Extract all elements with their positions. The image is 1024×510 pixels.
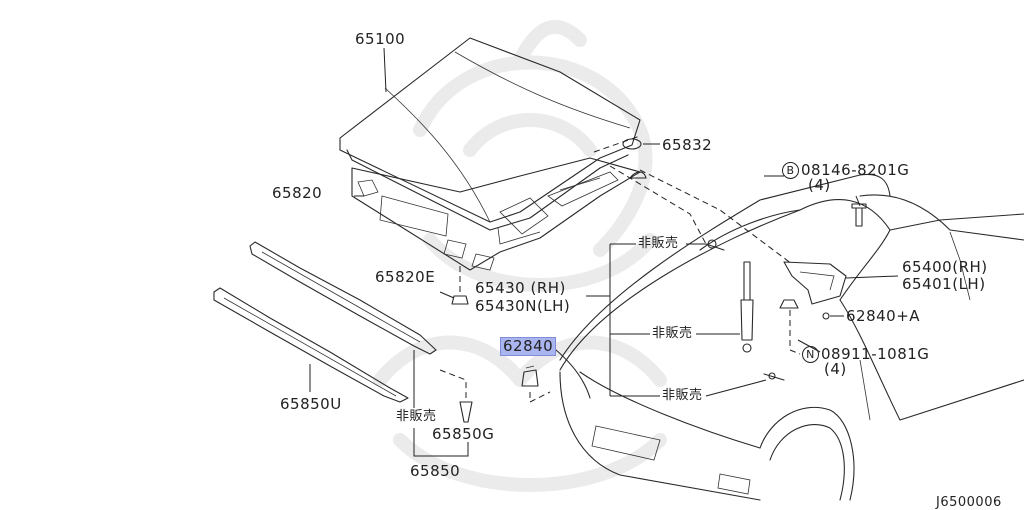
not-for-sale-note-4: 非販売 — [396, 409, 437, 424]
hood-outline — [339, 37, 641, 231]
weatherstrip-seals — [213, 241, 473, 457]
callout-nut-part[interactable]: 62840+A — [846, 307, 921, 325]
callout-seal-assembly[interactable]: 65850 — [410, 462, 461, 480]
nut-symbol: N — [802, 346, 819, 363]
hood-part-62840 — [521, 365, 551, 403]
nut-quantity: (4) — [824, 360, 847, 378]
bolt-number: 08146-8201G — [801, 161, 910, 179]
insulator-clip — [439, 266, 469, 305]
callout-hood[interactable]: 65100 — [355, 30, 406, 48]
callout-seal-clip[interactable]: 65850G — [432, 425, 495, 443]
callout-hood-bumper[interactable]: 65832 — [662, 136, 713, 154]
car-body — [555, 173, 1024, 501]
bolt-quantity: (4) — [808, 176, 831, 194]
callout-hinge-lh[interactable]: 65401(LH) — [902, 275, 986, 293]
watermark — [373, 19, 667, 492]
not-for-sale-note-1: 非販売 — [638, 236, 679, 251]
callout-hood-stay-rh[interactable]: 65430 (RH) — [475, 279, 566, 297]
hood-hinge — [779, 203, 867, 355]
not-for-sale-note-2: 非販売 — [652, 326, 693, 341]
callout-seal-upper[interactable]: 65850U — [280, 395, 342, 413]
callout-hinge-rh[interactable]: 65400(RH) — [902, 258, 988, 276]
diagram-id: J6500006 — [936, 495, 1002, 510]
assembly-dash-lines — [593, 135, 793, 265]
nut-number: 08911-1081G — [821, 345, 930, 363]
callout-hood-insulator[interactable]: 65820 — [272, 184, 323, 202]
not-for-sale-note-3: 非販売 — [662, 388, 703, 403]
callout-hood-stay-lh[interactable]: 65430N(LH) — [475, 297, 571, 315]
hood-stay-strut — [705, 239, 785, 381]
callout-insulator-clip[interactable]: 65820E — [375, 268, 436, 286]
hood-insulator — [351, 157, 647, 271]
bolt-symbol: B — [782, 162, 799, 179]
callout-highlighted-part[interactable]: 62840 — [500, 337, 557, 356]
